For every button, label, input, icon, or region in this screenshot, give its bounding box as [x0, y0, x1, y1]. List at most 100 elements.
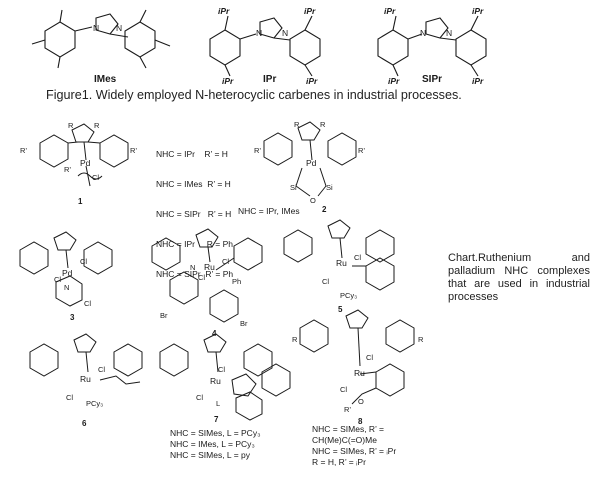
legend-line: NHC = SIPr R’ = H	[156, 209, 232, 219]
atom-cl: Cl	[84, 299, 91, 308]
substituent-r: R	[94, 121, 100, 130]
substituent-r: R	[292, 335, 298, 344]
imes-structure	[31, 9, 171, 69]
atom-cl: Cl	[92, 173, 99, 182]
atom-pd: Pd	[306, 158, 317, 168]
atom-si: Si	[290, 183, 297, 192]
atom-ru: Ru	[336, 258, 347, 268]
ipr-label: iPr	[472, 6, 484, 16]
sipr-structure	[377, 15, 487, 77]
atom-cl: Cl	[222, 257, 229, 266]
compound-number-3: 3	[70, 313, 75, 322]
atom-ru: Ru	[80, 374, 91, 384]
legend-line: NHC = SIMes, L = py	[170, 450, 250, 460]
figure1-caption: Figure1. Widely employed N-heterocyclic …	[46, 88, 462, 102]
atom-br: Br	[240, 319, 248, 328]
ipr-label: iPr	[306, 76, 318, 86]
complex-2-structure	[263, 121, 357, 197]
atom-br: Br	[160, 311, 168, 320]
compound-number-5: 5	[338, 305, 343, 314]
legend-line: R = H, R’ = ᵢPr	[312, 457, 366, 467]
legend-line: NHC = IMes R’ = H	[156, 179, 231, 189]
atom-n: N	[420, 28, 426, 38]
carbene-name-ipr: IPr	[263, 74, 277, 85]
legend-complex-1: NHC = IPr R’ = H NHC = IMes R’ = H NHC =…	[156, 129, 233, 289]
complex-4-structure	[151, 228, 263, 323]
chart-structures: Pd Cl R’ R’ R’ R R 1 Pd Si Si O R’ R’ R …	[19, 120, 424, 428]
atom-o: O	[310, 196, 316, 205]
atom-n: N	[190, 263, 195, 272]
compound-number-8: 8	[358, 417, 363, 426]
compound-number-6: 6	[82, 419, 87, 428]
carbene-name-sipr: SIPr	[422, 74, 443, 85]
phenyl-label: Ph	[232, 277, 241, 286]
substituent-r: R	[418, 335, 424, 344]
atom-cl: Cl	[218, 365, 225, 374]
compound-number-1: 1	[78, 197, 83, 206]
ipr-label: iPr	[304, 6, 316, 16]
complex-8-structure	[299, 309, 415, 405]
carbene-name-imes: IMes	[94, 74, 117, 85]
substituent-r-prime: R’	[130, 146, 137, 155]
legend-line: NHC = SIPr R’ = Ph	[156, 269, 234, 279]
atom-cl: Cl	[354, 253, 361, 262]
complex-7-structure	[159, 333, 291, 421]
atom-n: N	[64, 283, 69, 292]
substituent-r-prime: R’	[64, 165, 71, 174]
legend-line: NHC = IMes, L = PCy₃	[170, 439, 255, 449]
substituent-r-prime: R’	[358, 146, 365, 155]
legend-line: CH(Me)C(=O)Me	[312, 435, 377, 445]
atom-n: N	[93, 23, 99, 33]
complex-1-structure	[39, 123, 129, 187]
ipr-label: iPr	[388, 76, 400, 86]
atom-cl: Cl	[196, 393, 203, 402]
complex-5-structure	[283, 219, 395, 291]
ipr-label: iPr	[222, 76, 234, 86]
atom-pd: Pd	[80, 158, 91, 168]
substituent-r: R	[294, 120, 300, 129]
atom-cl: Cl	[340, 385, 347, 394]
ligand-pcy3: PCy₃	[340, 291, 357, 300]
compound-number-7: 7	[214, 415, 219, 424]
atom-cl: Cl	[54, 275, 61, 284]
atom-ru: Ru	[210, 376, 221, 386]
substituent-r-prime: R’	[254, 146, 261, 155]
ligand-pcy3: PCy₃	[86, 399, 103, 408]
compound-number-2: 2	[322, 205, 327, 214]
chart-caption: Chart.Ruthenium and palladium NHC comple…	[448, 252, 590, 303]
atom-cl: Cl	[98, 365, 105, 374]
atom-cl: Cl	[366, 353, 373, 362]
ipr-label: iPr	[384, 6, 396, 16]
ipr-label: iPr	[218, 6, 230, 16]
substituent-r-prime: R’	[20, 146, 27, 155]
ipr-label: iPr	[472, 76, 484, 86]
atom-cl: Cl	[198, 273, 205, 282]
atom-n: N	[282, 28, 288, 38]
ligand-l: L	[216, 399, 220, 408]
legend-complex-7: NHC = SIMes, L = PCy₃ NHC = IMes, L = PC…	[170, 428, 261, 461]
complex-6-structure	[29, 333, 143, 385]
legend-line: NHC = IPr R’ = H	[156, 149, 228, 159]
atom-cl: Cl	[66, 393, 73, 402]
atom-pd: Pd	[62, 268, 73, 278]
legend-complex-8: NHC = SIMes, R’ = CH(Me)C(=O)Me NHC = SI…	[312, 424, 396, 468]
atom-ru: Ru	[354, 368, 365, 378]
atom-o: O	[358, 397, 364, 406]
atom-cl: Cl	[322, 277, 329, 286]
ipr-structure	[209, 15, 321, 77]
substituent-r-prime: R’	[344, 405, 351, 414]
complex-3-structure	[19, 231, 113, 307]
legend-line: NHC = SIMes, L = PCy₃	[170, 428, 261, 438]
atom-n: N	[116, 23, 122, 33]
atom-si: Si	[326, 183, 333, 192]
figure1-structures: N N N N N N iPr iPr iPr iPr iPr iPr iPr …	[31, 6, 487, 86]
compound-number-4: 4	[212, 329, 217, 338]
atom-cl: Cl	[80, 257, 87, 266]
legend-complex-2: NHC = IPr, IMes	[238, 206, 300, 216]
substituent-r: R	[68, 121, 74, 130]
legend-line: NHC = IPr R = Ph	[156, 239, 233, 249]
atom-n: N	[256, 28, 262, 38]
legend-line: NHC = SIMes, R’ =	[312, 424, 384, 434]
atom-ru: Ru	[204, 262, 215, 272]
substituent-r: R	[320, 120, 326, 129]
